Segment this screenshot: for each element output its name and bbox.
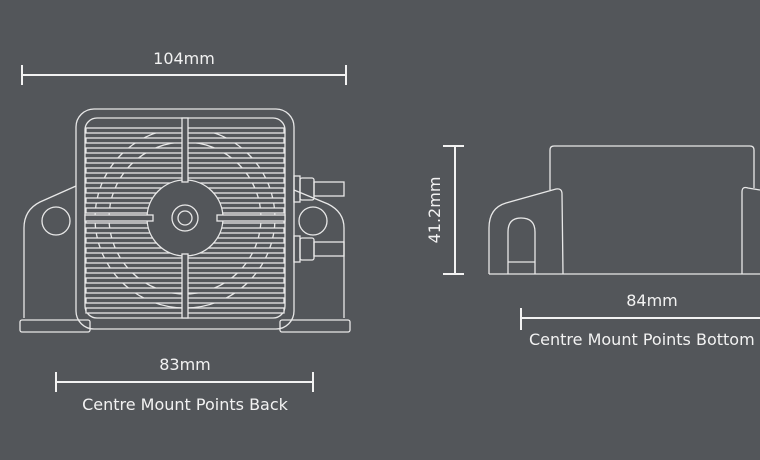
- bottom-mount-caption: Centre Mount Points Bottom: [529, 330, 755, 349]
- terminal-bolt-bottom: [293, 235, 345, 263]
- back-mount-width-label: 83mm: [159, 355, 211, 374]
- bottom-mount-dimension: 84mm Centre Mount Points Bottom: [520, 291, 760, 349]
- width-label: 104mm: [153, 49, 215, 68]
- width-dimension: 104mm: [21, 49, 347, 85]
- back-mount-caption: Centre Mount Points Back: [82, 395, 289, 414]
- side-view-drawing: [488, 145, 760, 275]
- front-view-drawing: [19, 108, 351, 333]
- height-label: 41.2mm: [425, 177, 444, 244]
- bottom-mount-width-label: 84mm: [626, 291, 678, 310]
- back-mount-dimension: 83mm Centre Mount Points Back: [55, 355, 314, 414]
- height-dimension: 41.2mm: [425, 145, 464, 275]
- terminal-bolt-top: [293, 175, 345, 203]
